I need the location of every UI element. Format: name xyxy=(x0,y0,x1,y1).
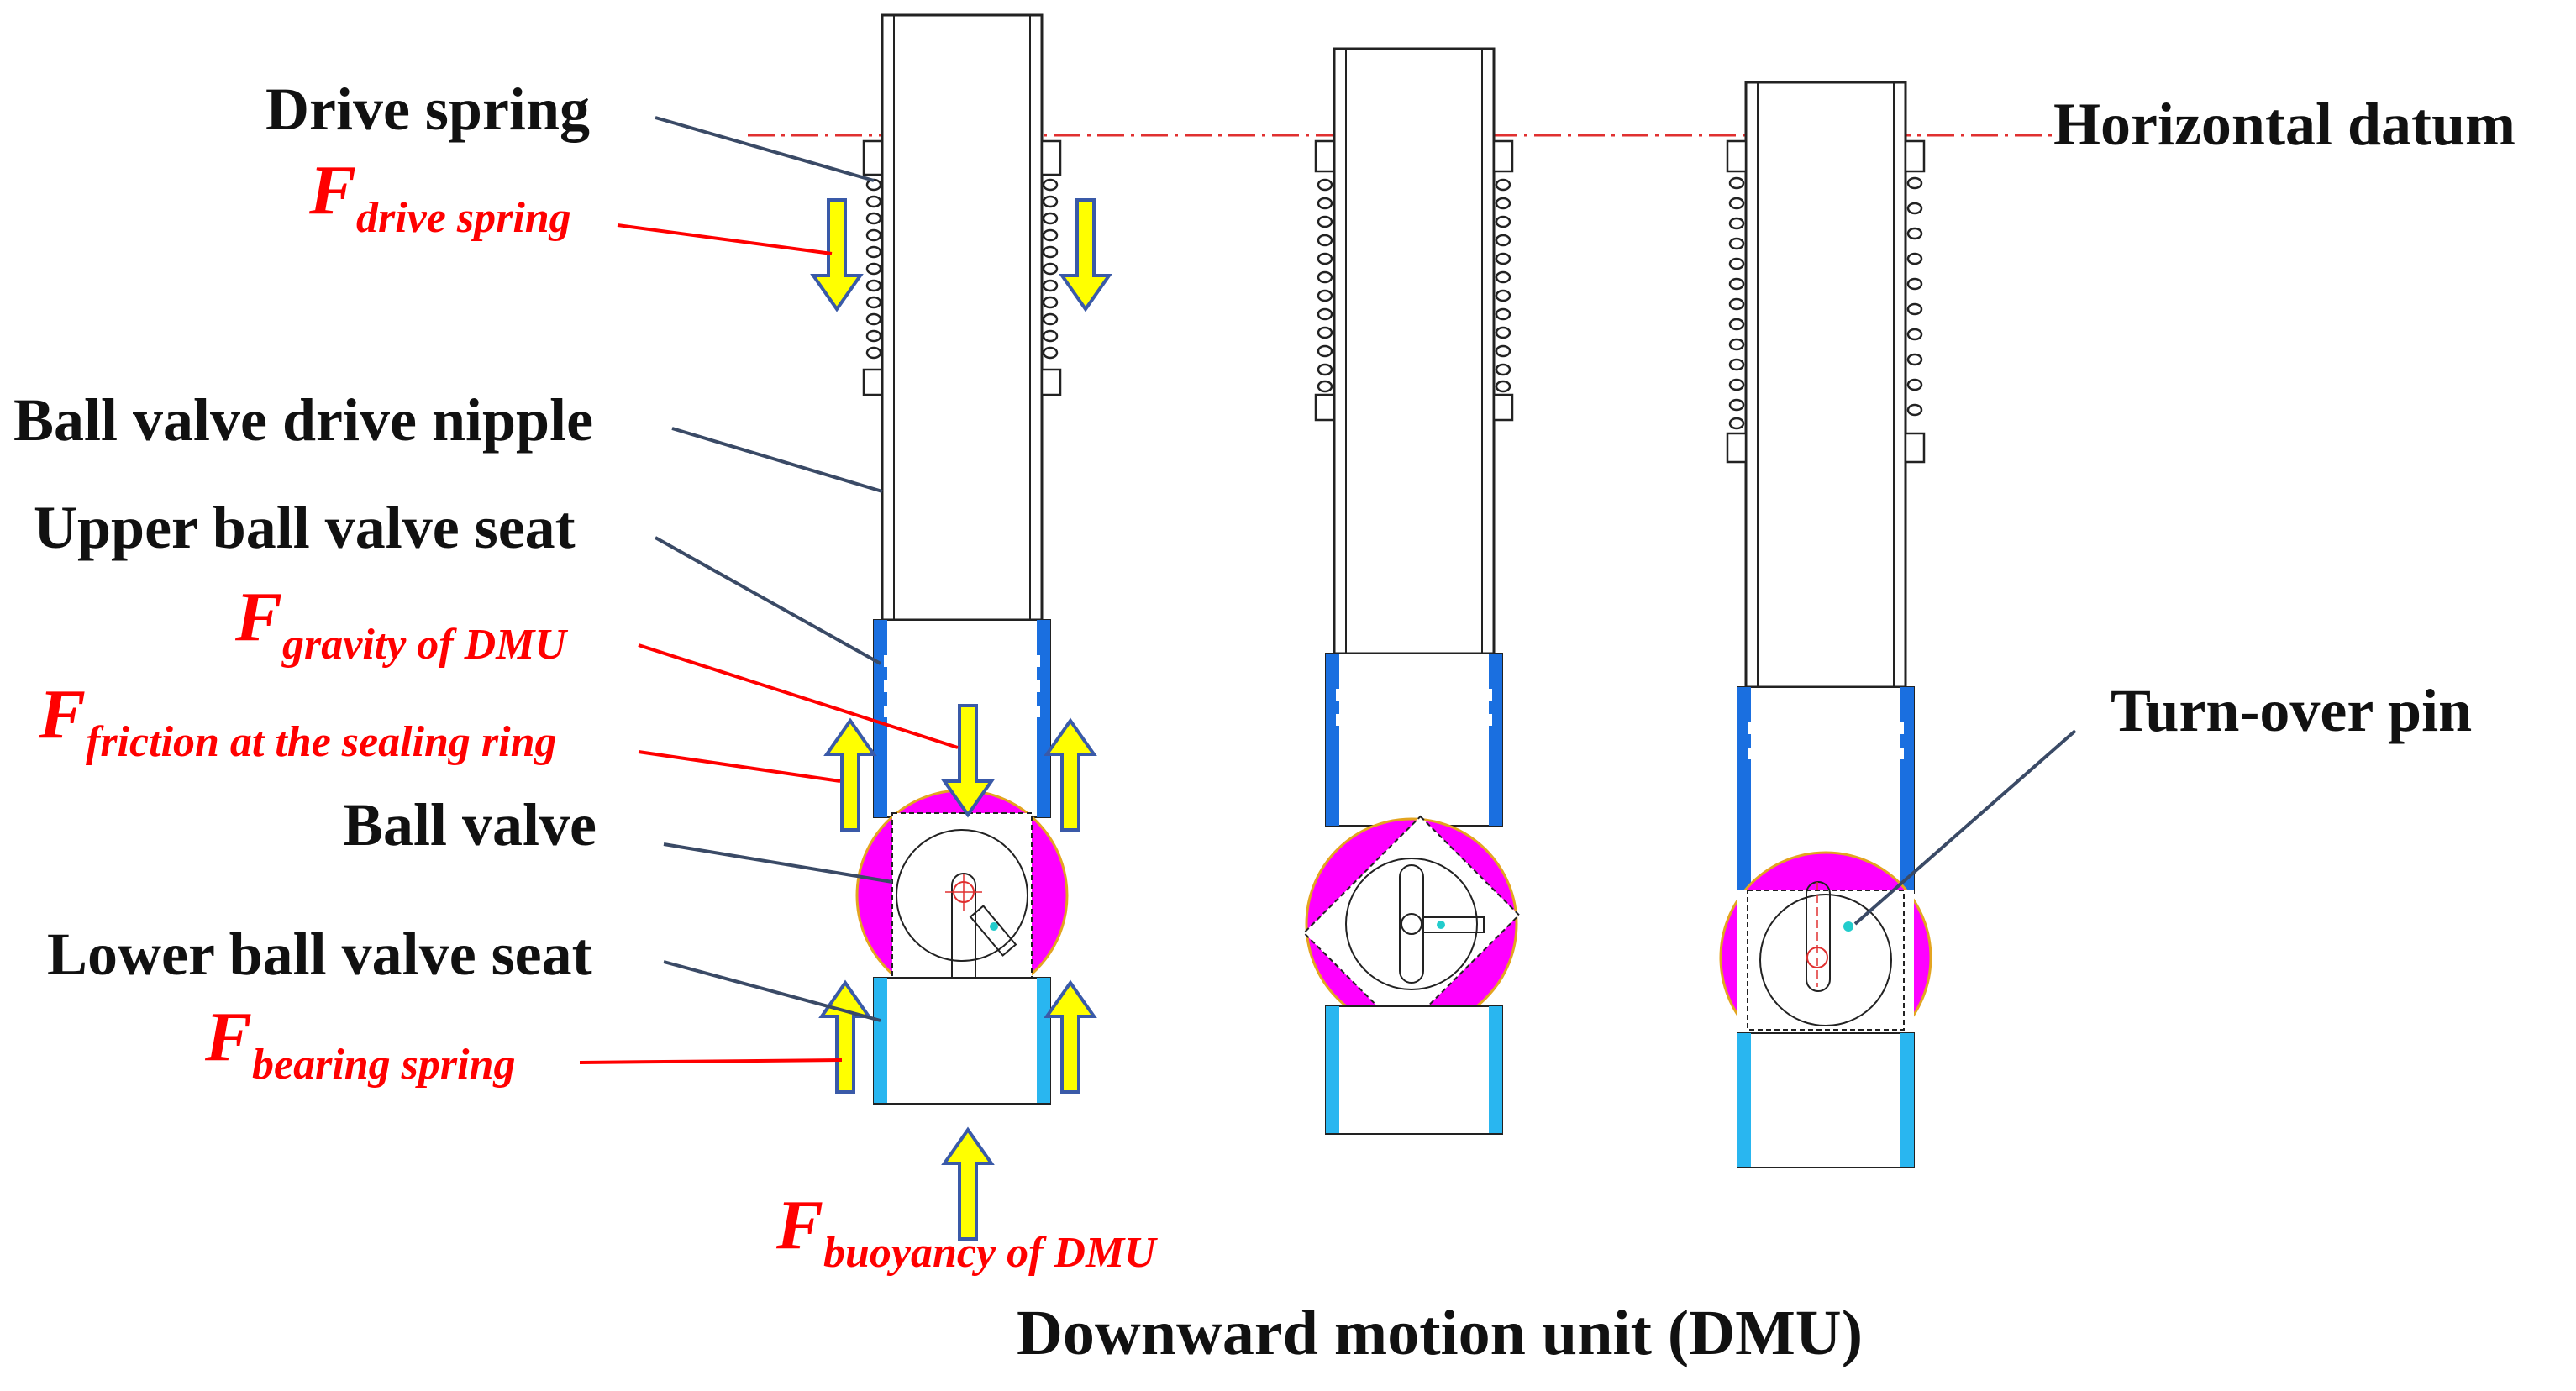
svg-text:drive spring: drive spring xyxy=(356,194,571,242)
label-horizontal-datum: Horizontal datum xyxy=(2053,91,2516,158)
svg-text:F: F xyxy=(775,1186,823,1264)
label-leaders xyxy=(655,116,2077,1022)
dmu-unit-1 xyxy=(812,13,1111,1241)
label-upper-ball-valve-seat: Upper ball valve seat xyxy=(34,494,576,561)
ball-valve-turning xyxy=(1302,815,1521,1033)
force-label-friction: F friction at the sealing ring xyxy=(38,675,557,766)
svg-text:friction at the sealing ring: friction at the sealing ring xyxy=(86,718,557,766)
svg-text:F: F xyxy=(204,998,252,1076)
label-ball-valve: Ball valve xyxy=(343,791,597,858)
svg-text:F: F xyxy=(234,578,282,656)
label-turn-over-pin: Turn-over pin xyxy=(2111,677,2472,744)
label-ball-valve-drive-nipple: Ball valve drive nipple xyxy=(13,386,593,454)
svg-text:F: F xyxy=(308,151,356,229)
svg-text:bearing spring: bearing spring xyxy=(252,1041,516,1089)
figure-caption: Downward motion unit (DMU) xyxy=(1017,1298,1863,1368)
force-label-gravity: F gravity of DMU xyxy=(234,578,568,669)
ball-valve-open xyxy=(855,789,1069,1002)
svg-text:F: F xyxy=(38,675,86,753)
dmu-unit-2 xyxy=(1302,47,1521,1135)
svg-text:gravity of DMU: gravity of DMU xyxy=(281,621,568,669)
force-label-buoyancy: F buoyancy of DMU xyxy=(775,1186,1158,1277)
dmu-unit-3 xyxy=(1719,81,1932,1168)
force-label-drive-spring: F drive spring xyxy=(308,151,571,242)
svg-text:buoyancy of DMU: buoyancy of DMU xyxy=(823,1229,1158,1277)
force-leaders xyxy=(579,223,959,1064)
label-drive-spring: Drive spring xyxy=(265,76,590,143)
force-label-bearing-spring: F bearing spring xyxy=(204,998,516,1089)
label-lower-ball-valve-seat: Lower ball valve seat xyxy=(47,921,592,988)
